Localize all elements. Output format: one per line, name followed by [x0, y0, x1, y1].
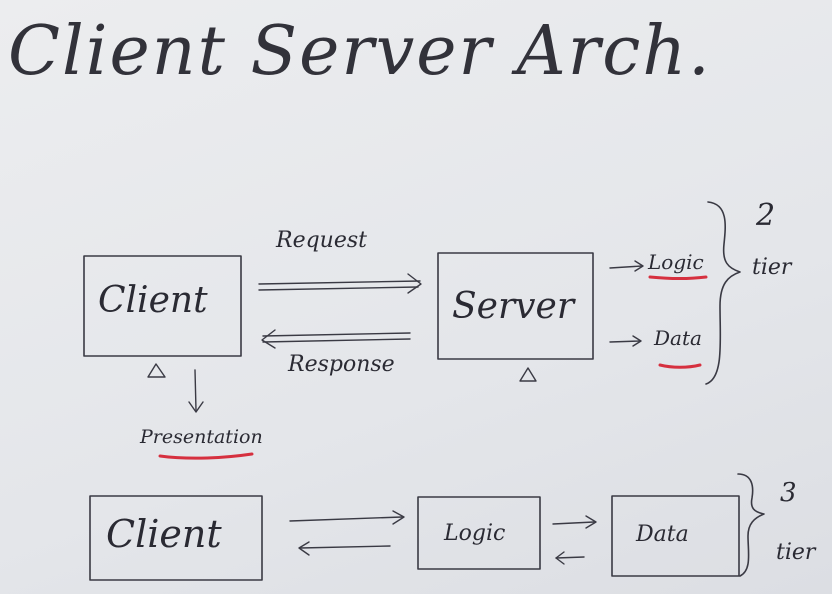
diagram-title: Client Server Arch. — [8, 12, 712, 91]
three-tier-brace — [737, 473, 765, 577]
data-label-3tier: Data — [636, 522, 689, 547]
client-marker-triangle — [147, 363, 166, 378]
client-box-3tier — [89, 495, 263, 581]
client-label: Client — [98, 280, 208, 321]
request-label: Request — [276, 228, 367, 253]
client-to-presentation-arrow — [188, 369, 204, 413]
logic-label-3tier: Logic — [444, 521, 506, 546]
data-box-3tier — [611, 495, 740, 577]
logic-to-client-arrow — [298, 541, 391, 556]
data-label: Data — [654, 326, 702, 350]
client-label-3tier: Client — [106, 512, 222, 556]
server-label: Server — [452, 286, 575, 327]
logic-label: Logic — [648, 250, 704, 274]
server-to-data-arrow — [609, 335, 642, 347]
data-to-logic-arrow — [555, 551, 585, 565]
presentation-underline — [158, 452, 254, 460]
two-tier-number: 2 — [756, 198, 776, 233]
server-to-logic-arrow — [609, 260, 644, 272]
client-to-logic-arrow — [289, 510, 405, 525]
client-box — [83, 255, 242, 357]
two-tier-word: tier — [752, 255, 792, 280]
three-tier-number: 3 — [780, 478, 797, 508]
server-box — [437, 252, 594, 360]
logic-underline — [648, 275, 708, 280]
response-label: Response — [288, 352, 395, 377]
presentation-label: Presentation — [140, 426, 263, 448]
logic-box-3tier — [417, 496, 541, 570]
three-tier-word: tier — [776, 540, 816, 565]
request-arrow — [258, 273, 422, 294]
data-underline — [658, 363, 702, 369]
two-tier-brace — [705, 201, 741, 385]
logic-to-data-arrow — [552, 515, 597, 529]
response-arrow — [261, 329, 411, 349]
server-marker-triangle — [519, 367, 537, 382]
